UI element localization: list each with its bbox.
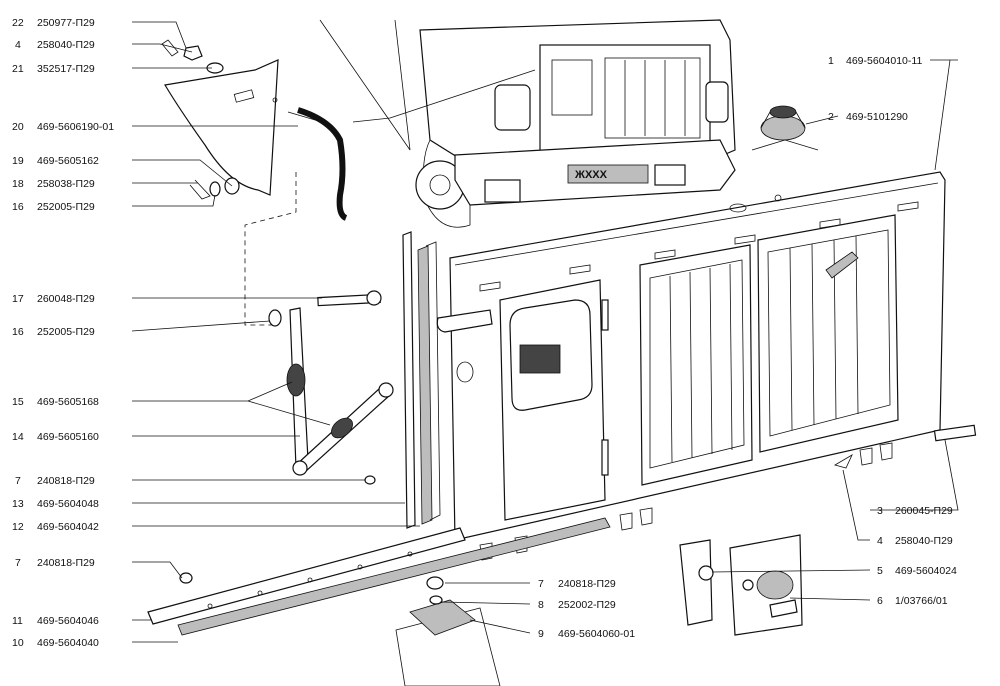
- svg-text:469-5605162: 469-5605162: [37, 155, 99, 167]
- svg-text:240818-П29: 240818-П29: [37, 475, 95, 487]
- callout-c21: 21 352517-П29: [12, 63, 95, 75]
- screw-7a: [364, 475, 376, 485]
- bottom-seal-strips: [147, 517, 611, 636]
- svg-text:5: 5: [877, 565, 883, 577]
- svg-text:4: 4: [877, 535, 883, 547]
- svg-text:17: 17: [12, 293, 24, 305]
- callout-c6: 6 1/03766/01: [877, 595, 948, 607]
- svg-text:6: 6: [877, 595, 883, 607]
- svg-text:469-5606190-01: 469-5606190-01: [37, 121, 114, 133]
- callout-c9: 9 469-5604060-01: [538, 628, 635, 640]
- callout-c20: 20 469-5606190-01: [12, 121, 114, 133]
- callout-c2: 2 469-5101290: [828, 111, 908, 123]
- svg-text:469-5604060-01: 469-5604060-01: [558, 628, 635, 640]
- support-bracket: [164, 59, 348, 221]
- svg-text:21: 21: [12, 63, 24, 75]
- svg-text:1: 1: [828, 55, 834, 67]
- svg-text:22: 22: [12, 17, 24, 29]
- strut-assembly: [268, 290, 394, 476]
- svg-text:252005-П29: 252005-П29: [37, 326, 95, 338]
- bumper-plate-text: ЖXXX: [574, 169, 608, 181]
- callout-c11: 11 469-5604046: [12, 615, 99, 627]
- svg-text:12: 12: [12, 521, 24, 533]
- callout-c7c: 7 240818-П29: [538, 578, 616, 590]
- svg-text:260048-П29: 260048-П29: [37, 293, 95, 305]
- callout-c16a: 16 252005-П29: [12, 201, 95, 213]
- leader-lines: [131, 21, 959, 643]
- callout-c17: 17 260048-П29: [12, 293, 95, 305]
- callout-c1: 1 469-5604010-11: [828, 55, 922, 67]
- rubber-plug: [751, 105, 819, 151]
- callout-c4a: 4 258040-П29: [15, 39, 95, 51]
- callout-c4b: 4 258040-П29: [877, 535, 953, 547]
- callout-c14: 14 469-5605160: [12, 431, 99, 443]
- svg-text:8: 8: [538, 599, 544, 611]
- svg-text:13: 13: [12, 498, 24, 510]
- svg-text:250977-П29: 250977-П29: [37, 17, 95, 29]
- callout-c8: 8 252002-П29: [538, 599, 616, 611]
- svg-text:4: 4: [15, 39, 21, 51]
- screw-7b: [179, 572, 193, 584]
- svg-text:258038-П29: 258038-П29: [37, 178, 95, 190]
- svg-text:20: 20: [12, 121, 24, 133]
- svg-text:16: 16: [12, 201, 24, 213]
- svg-text:3: 3: [877, 505, 883, 517]
- bottom-bracket: [395, 576, 501, 686]
- tailgate-panel: [436, 171, 946, 561]
- callout-c10: 10 469-5604040: [12, 637, 99, 649]
- svg-text:9: 9: [538, 628, 544, 640]
- callout-c7a: 7 240818-П29: [15, 475, 95, 487]
- callout-c19: 19 469-5605162: [12, 155, 99, 167]
- svg-text:15: 15: [12, 396, 24, 408]
- svg-text:258040-П29: 258040-П29: [37, 39, 95, 51]
- svg-text:240818-П29: 240818-П29: [37, 557, 95, 569]
- callout-c5: 5 469-5604024: [877, 565, 957, 577]
- svg-text:469-5604048: 469-5604048: [37, 498, 99, 510]
- side-seal-strips: [402, 231, 441, 529]
- svg-text:469-5604010-11: 469-5604010-11: [846, 55, 922, 67]
- svg-text:19: 19: [12, 155, 24, 167]
- svg-text:11: 11: [12, 615, 23, 627]
- svg-text:240818-П29: 240818-П29: [558, 578, 616, 590]
- svg-text:469-5101290: 469-5101290: [846, 111, 908, 123]
- svg-text:252005-П29: 252005-П29: [37, 201, 95, 213]
- svg-text:469-5605168: 469-5605168: [37, 396, 99, 408]
- svg-text:7: 7: [538, 578, 544, 590]
- svg-text:16: 16: [12, 326, 24, 338]
- svg-text:2: 2: [828, 111, 834, 123]
- callout-c3: 3 260045-П29: [877, 505, 953, 517]
- svg-text:469-5604046: 469-5604046: [37, 615, 99, 627]
- top-fasteners: [161, 39, 278, 103]
- svg-text:10: 10: [12, 637, 24, 649]
- callout-c12: 12 469-5604042: [12, 521, 99, 533]
- callout-c16b: 16 252005-П29: [12, 326, 95, 338]
- callout-c13: 13 469-5604048: [12, 498, 99, 510]
- callout-c22: 22 250977-П29: [12, 17, 95, 29]
- svg-text:469-5604024: 469-5604024: [895, 565, 957, 577]
- svg-text:352517-П29: 352517-П29: [37, 63, 95, 75]
- svg-text:1/03766/01: 1/03766/01: [895, 595, 948, 607]
- svg-text:14: 14: [12, 431, 24, 443]
- svg-text:258040-П29: 258040-П29: [895, 535, 953, 547]
- svg-text:7: 7: [15, 557, 21, 569]
- hinge-pin: [833, 424, 977, 469]
- svg-text:260045-П29: 260045-П29: [895, 505, 953, 517]
- svg-text:7: 7: [15, 475, 21, 487]
- callout-c18: 18 258038-П29: [12, 178, 95, 190]
- callout-c7b: 7 240818-П29: [15, 557, 95, 569]
- callout-c15: 15 469-5605168: [12, 396, 99, 408]
- latch-detail: [679, 534, 803, 636]
- svg-text:469-5604042: 469-5604042: [37, 521, 99, 533]
- svg-text:469-5604040: 469-5604040: [37, 637, 99, 649]
- svg-text:252002-П29: 252002-П29: [558, 599, 616, 611]
- svg-text:469-5605160: 469-5605160: [37, 431, 99, 443]
- vehicle-rear-view: ЖXXX: [319, 19, 736, 228]
- svg-text:18: 18: [12, 178, 24, 190]
